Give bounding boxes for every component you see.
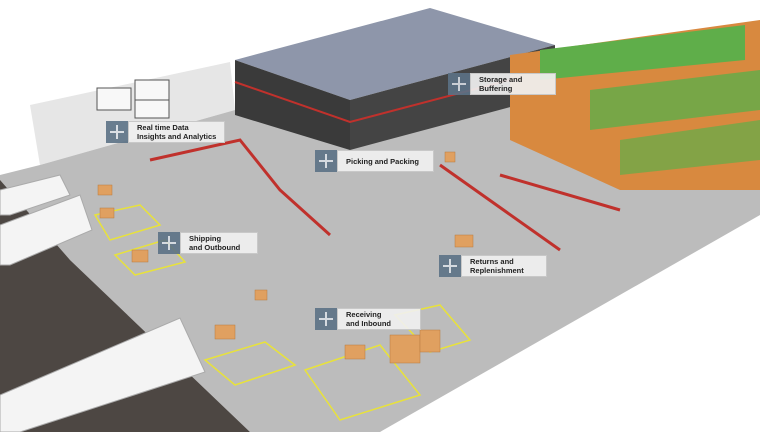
hotspot-label: Storage and Buffering xyxy=(470,73,556,95)
truck-trailers xyxy=(0,174,206,432)
plus-icon[interactable] xyxy=(158,232,180,254)
plus-icon[interactable] xyxy=(106,121,128,143)
automated-storage-grid xyxy=(234,8,556,150)
hotspot-picking-packing[interactable]: Picking and Packing xyxy=(315,150,434,172)
hotspot-label: Shipping and Outbound xyxy=(180,232,258,254)
hotspot-real-time-data[interactable]: Real time Data Insights and Analytics xyxy=(106,121,226,143)
plus-icon[interactable] xyxy=(315,150,337,172)
plus-icon[interactable] xyxy=(439,255,461,277)
hotspot-receiving-inbound[interactable]: Receiving and Inbound xyxy=(315,308,421,330)
dashboard-screens xyxy=(96,79,170,119)
hotspot-label: Returns and Replenishment xyxy=(461,255,547,277)
pallet-racks xyxy=(510,20,760,190)
boxes xyxy=(97,151,474,364)
conveyors xyxy=(149,138,621,252)
hotspot-label: Real time Data Insights and Analytics xyxy=(128,121,226,143)
back-wall xyxy=(30,62,235,165)
plus-icon[interactable] xyxy=(448,73,470,95)
hotspot-label: Receiving and Inbound xyxy=(337,308,421,330)
hotspot-storage-buffering[interactable]: Storage and Buffering xyxy=(448,73,556,95)
plus-icon[interactable] xyxy=(315,308,337,330)
hotspot-returns-replenishment[interactable]: Returns and Replenishment xyxy=(439,255,547,277)
hotspot-label: Picking and Packing xyxy=(337,150,434,172)
hotspot-shipping-outbound[interactable]: Shipping and Outbound xyxy=(158,232,258,254)
